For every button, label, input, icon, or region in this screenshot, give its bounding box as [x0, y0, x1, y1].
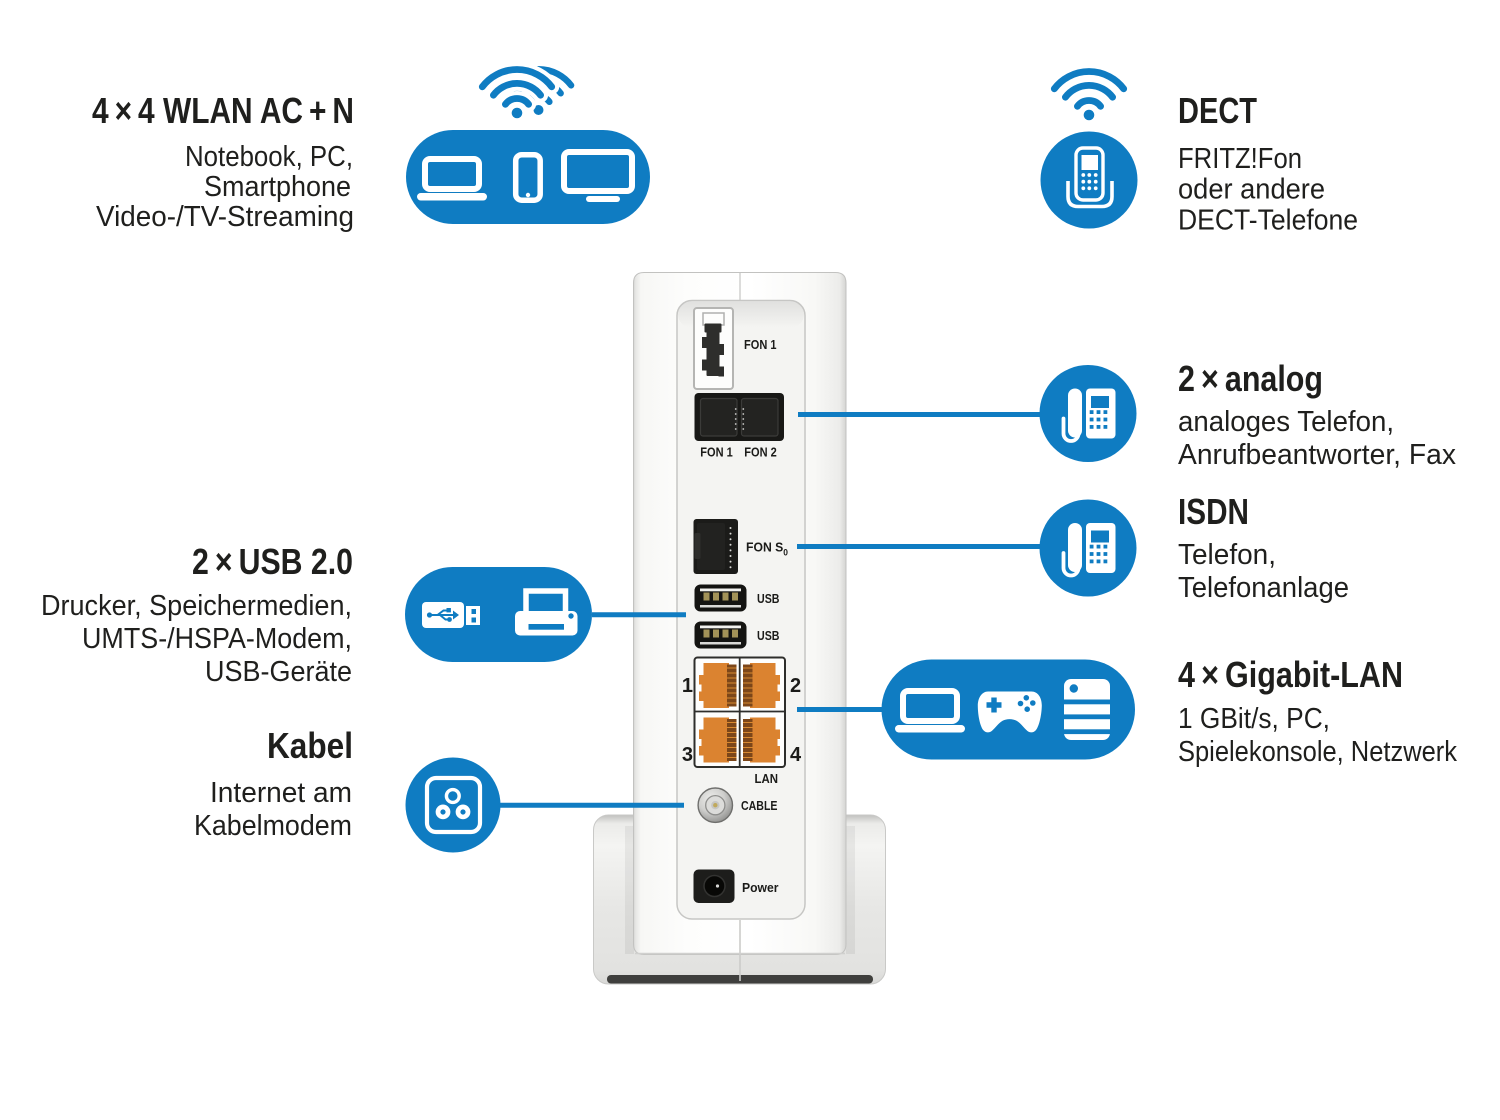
svg-text:1: 1	[682, 675, 693, 697]
svg-text:DECT: DECT	[1178, 90, 1257, 131]
svg-text:UMTS-/HSPA-Modem,: UMTS-/HSPA-Modem,	[82, 623, 352, 655]
svg-text:Internet am: Internet am	[210, 777, 352, 809]
svg-text:Drucker, Speichermedien,: Drucker, Speichermedien,	[41, 590, 352, 622]
svg-text:2: 2	[790, 675, 801, 697]
svg-text:FON 1: FON 1	[744, 337, 777, 352]
svg-text:USB-Geräte: USB-Geräte	[205, 656, 352, 688]
svg-text:3: 3	[682, 744, 693, 766]
svg-text:FRITZ!Fon: FRITZ!Fon	[1178, 143, 1302, 175]
svg-text:CABLE: CABLE	[741, 798, 778, 813]
svg-text:FON 1: FON 1	[700, 445, 733, 460]
svg-text:4 × 4 WLAN AC + N: 4 × 4 WLAN AC + N	[92, 90, 354, 131]
svg-text:USB: USB	[757, 628, 780, 643]
svg-text:Kabel: Kabel	[267, 725, 353, 766]
svg-text:2 × analog: 2 × analog	[1178, 358, 1323, 399]
svg-text:Anrufbeantworter, Fax: Anrufbeantworter, Fax	[1178, 439, 1456, 471]
svg-text:Notebook, PC,: Notebook, PC,	[185, 141, 353, 173]
svg-text:Power: Power	[742, 880, 779, 895]
svg-text:LAN: LAN	[755, 771, 779, 786]
svg-text:DECT-Telefone: DECT-Telefone	[1178, 205, 1358, 237]
svg-text:USB: USB	[757, 591, 780, 606]
svg-text:4: 4	[790, 744, 802, 766]
svg-text:2 × USB 2.0: 2 × USB 2.0	[192, 541, 353, 582]
svg-text:Kabelmodem: Kabelmodem	[194, 810, 352, 842]
svg-text:1 GBit/s, PC,: 1 GBit/s, PC,	[1178, 703, 1330, 735]
svg-text:Video-/TV-Streaming: Video-/TV-Streaming	[96, 201, 354, 233]
svg-text:analoges Telefon,: analoges Telefon,	[1178, 406, 1394, 438]
svg-text:Telefon,: Telefon,	[1178, 539, 1276, 571]
svg-text:oder andere: oder andere	[1178, 174, 1325, 206]
svg-text:ISDN: ISDN	[1178, 491, 1249, 532]
svg-text:4 × Gigabit-LAN: 4 × Gigabit-LAN	[1178, 654, 1403, 695]
svg-text:FON 2: FON 2	[744, 445, 777, 460]
svg-text:Spielekonsole, Netzwerk: Spielekonsole, Netzwerk	[1178, 736, 1457, 768]
svg-text:Telefonanlage: Telefonanlage	[1178, 572, 1349, 604]
svg-text:Smartphone: Smartphone	[204, 171, 351, 203]
svg-text:FON S0: FON S0	[746, 540, 788, 558]
